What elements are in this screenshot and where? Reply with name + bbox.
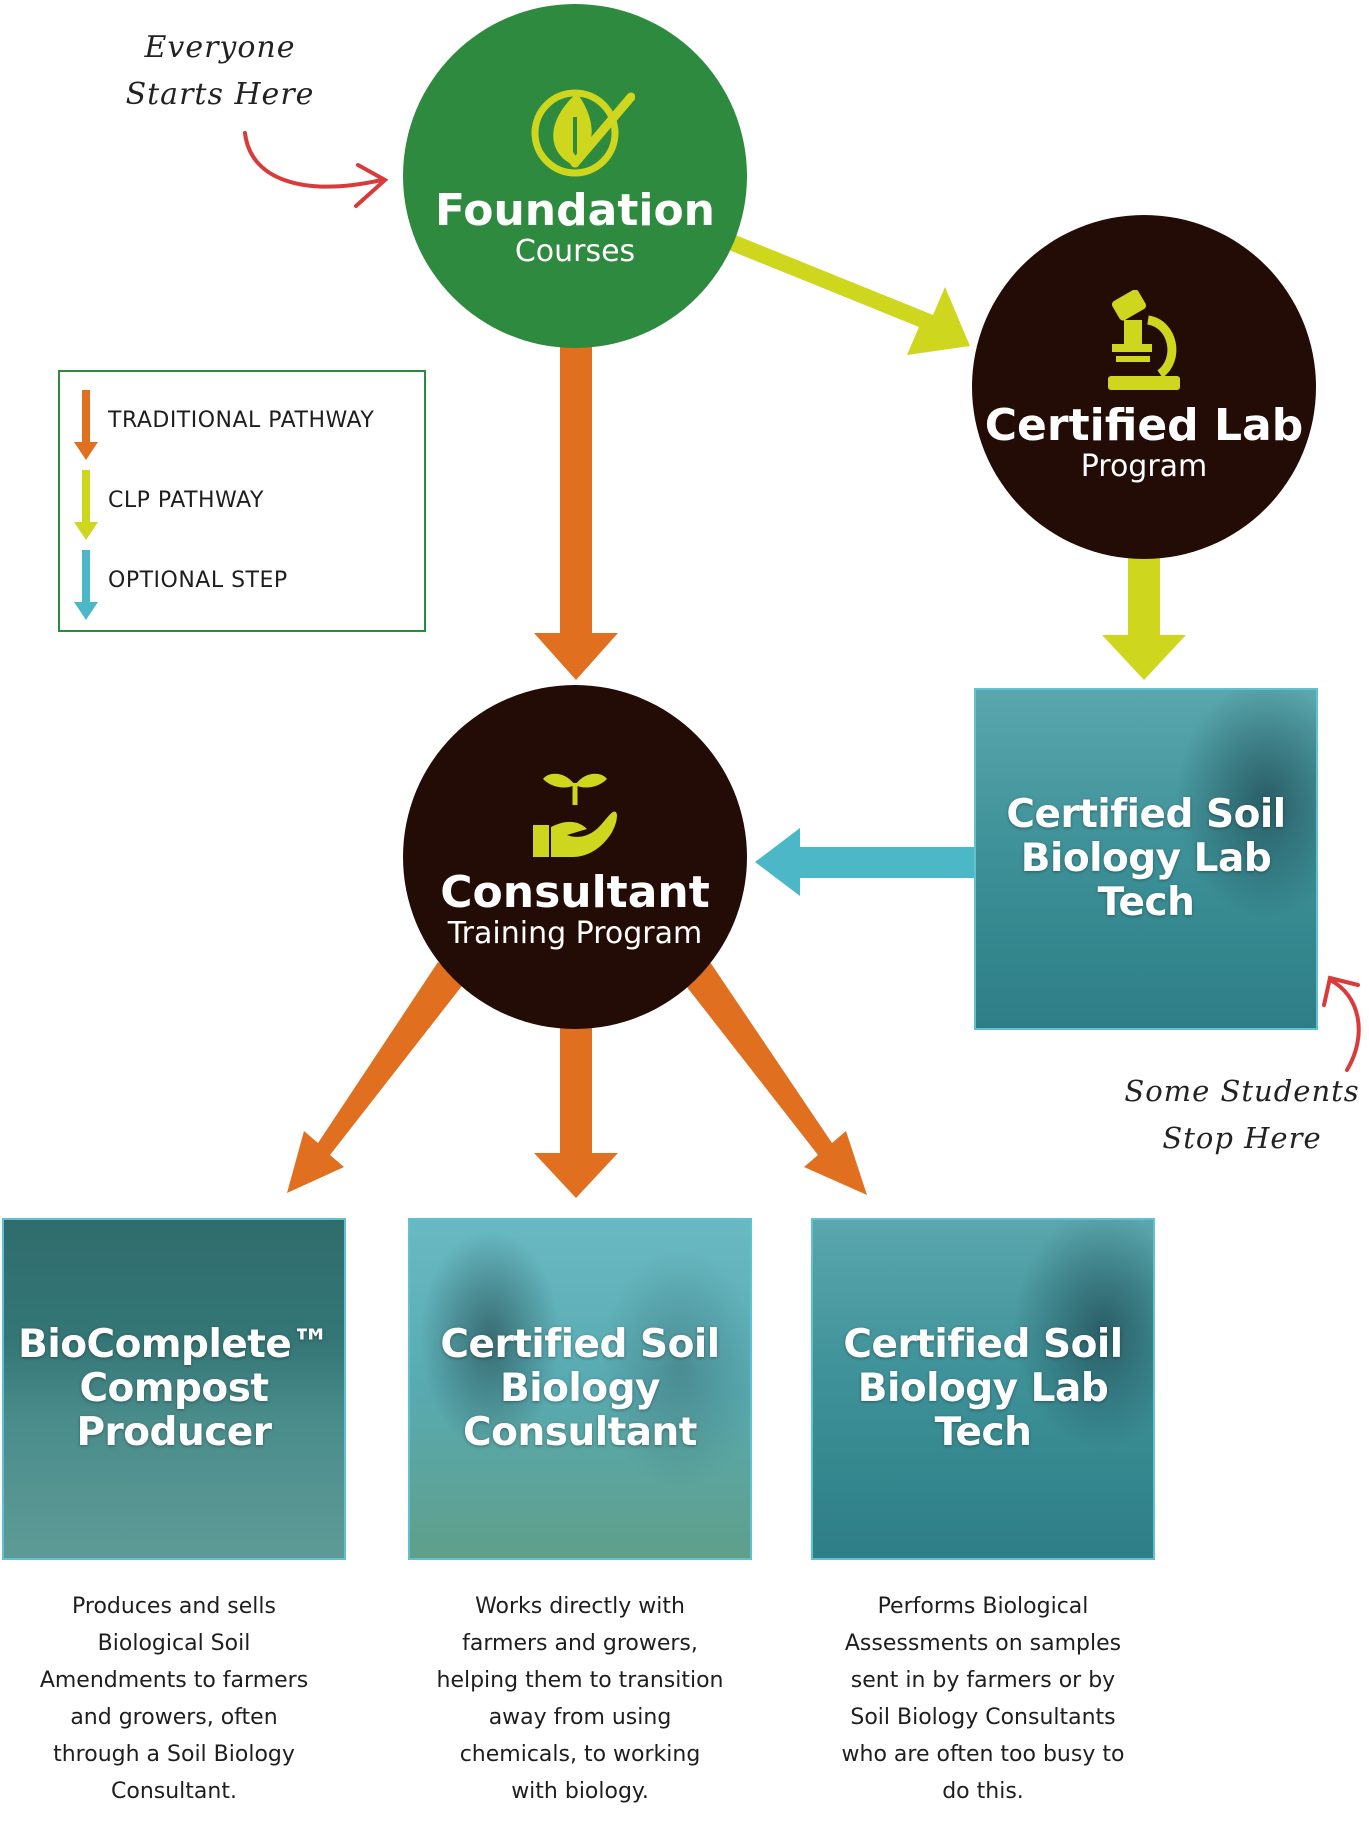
tile-lab-tech-top-line1: Certified Soil	[1006, 792, 1286, 837]
tile-consultant-line1: Certified Soil	[440, 1322, 720, 1367]
tile-compost-producer: BioComplete™ Compost Producer	[2, 1218, 346, 1560]
consultant-training-subtitle: Training Program	[447, 915, 703, 951]
desc-compost-line: Consultant.	[111, 1779, 237, 1804]
desc-lab-tech-line: who are often too busy to	[841, 1742, 1125, 1767]
desc-consultant-line: with biology.	[511, 1779, 649, 1804]
annotation-start-line1: Everyone	[144, 30, 296, 65]
annotation-stop-line1: Some Students	[1124, 1074, 1360, 1108]
node-consultant-training: Consultant Training Program	[403, 685, 747, 1029]
lab-program-title: Certified Lab	[984, 399, 1304, 451]
leaf-check-icon	[531, 89, 635, 177]
annotation-start: Everyone Starts Here	[100, 24, 340, 118]
tile-consultant: Certified Soil Biology Consultant	[408, 1218, 752, 1560]
desc-lab-tech-line: do this.	[942, 1779, 1024, 1804]
microscope-icon	[1108, 289, 1180, 390]
arrow-foundation-to-consultant	[534, 345, 618, 680]
desc-consultant-line: helping them to transition	[436, 1668, 724, 1693]
annotation-stop: Some Students Stop Here	[1112, 1068, 1369, 1162]
desc-consultant-line: away from using	[488, 1705, 672, 1730]
node-lab-program: Certified Lab Program	[972, 215, 1316, 559]
tile-consultant-line2: Biology	[500, 1366, 660, 1411]
desc-compost: Produces and sells Biological Soil Amend…	[2, 1588, 346, 1810]
foundation-title: Foundation	[434, 184, 715, 236]
tile-lab-tech-top: Certified Soil Biology Lab Tech	[974, 688, 1318, 1030]
desc-lab-tech-line: sent in by farmers or by	[850, 1668, 1116, 1693]
tile-consultant-line3: Consultant	[463, 1410, 697, 1455]
arrow-lab-to-labtech	[1102, 556, 1186, 680]
desc-consultant-line: chemicals, to working	[459, 1742, 701, 1767]
desc-compost-line: and growers, often	[70, 1705, 278, 1730]
legend-arrow-traditional	[74, 390, 98, 460]
tile-lab-tech-top-line3: Tech	[1097, 880, 1195, 925]
desc-consultant: Works directly with farmers and growers,…	[408, 1588, 752, 1810]
tile-compost-label: BioComplete™ Compost Producer	[4, 1323, 344, 1455]
legend-label-traditional: TRADITIONAL PATHWAY	[108, 408, 375, 433]
desc-consultant-line: Works directly with	[475, 1594, 685, 1619]
tile-compost-line2: Compost	[79, 1366, 269, 1411]
tile-lab-tech-bottom-line2: Biology Lab	[857, 1366, 1109, 1411]
legend-arrow-optional	[74, 550, 98, 620]
node-foundation: Foundation Courses	[403, 4, 747, 348]
hand-sprout-icon	[533, 773, 617, 857]
tile-lab-tech-top-line2: Biology Lab	[1020, 836, 1272, 881]
desc-lab-tech-line: Performs Biological	[877, 1594, 1089, 1619]
lab-program-subtitle: Program	[1080, 448, 1208, 484]
tile-consultant-label: Certified Soil Biology Consultant	[410, 1323, 750, 1455]
legend: TRADITIONAL PATHWAY CLP PATHWAY OPTIONAL…	[58, 370, 426, 632]
desc-compost-line: through a Soil Biology	[53, 1742, 295, 1767]
desc-compost-line: Produces and sells	[72, 1594, 276, 1619]
tile-lab-tech-bottom-line3: Tech	[934, 1410, 1032, 1455]
tile-lab-tech-bottom-line1: Certified Soil	[843, 1322, 1123, 1367]
annotation-arrow-stop	[1322, 975, 1361, 1072]
consultant-training-title: Consultant	[440, 866, 710, 918]
arrow-labtech-to-consultant	[755, 828, 976, 896]
tile-compost-line3: Producer	[76, 1410, 272, 1455]
desc-consultant-line: farmers and growers,	[462, 1631, 698, 1656]
desc-compost-line: Amendments to farmers	[39, 1668, 309, 1693]
tile-lab-tech-bottom: Certified Soil Biology Lab Tech	[811, 1218, 1155, 1560]
legend-arrow-clp	[74, 470, 98, 540]
legend-label-clp: CLP PATHWAY	[108, 488, 264, 513]
tile-compost-line1: BioComplete™	[18, 1322, 330, 1367]
desc-lab-tech-line: Assessments on samples	[844, 1631, 1122, 1656]
foundation-subtitle: Courses	[514, 233, 636, 269]
desc-lab-tech: Performs Biological Assessments on sampl…	[811, 1588, 1155, 1810]
arrow-consultant-to-labtech-bottom	[683, 962, 867, 1195]
arrow-foundation-to-lab	[714, 232, 970, 355]
legend-label-optional: OPTIONAL STEP	[108, 568, 288, 593]
desc-compost-line: Biological Soil	[97, 1631, 251, 1656]
annotation-arrow-start	[243, 131, 389, 208]
arrow-consultant-to-consultant-tile	[534, 1000, 618, 1198]
tile-lab-tech-bottom-label: Certified Soil Biology Lab Tech	[813, 1323, 1153, 1455]
tile-lab-tech-top-label: Certified Soil Biology Lab Tech	[976, 793, 1316, 925]
annotation-stop-line2: Stop Here	[1162, 1121, 1322, 1155]
annotation-start-line2: Starts Here	[125, 77, 315, 112]
arrow-consultant-to-compost	[287, 962, 465, 1193]
desc-lab-tech-line: Soil Biology Consultants	[850, 1705, 1116, 1730]
